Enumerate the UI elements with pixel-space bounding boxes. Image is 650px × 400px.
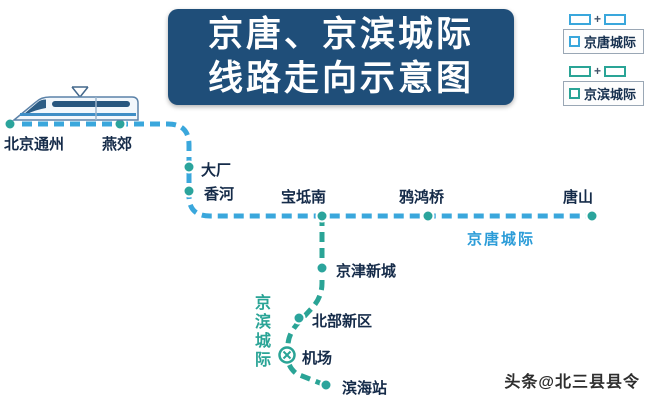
- legend: + 京唐城际 + 京滨城际: [562, 12, 644, 106]
- station-dot-yahongqiao: [421, 209, 435, 223]
- dash-icon: [604, 65, 626, 77]
- jingbin-line-symbol-icon: +: [568, 64, 626, 78]
- station-dot-beijing-tongzhou: [3, 117, 17, 131]
- line-label-jingtang: 京唐城际: [467, 231, 536, 248]
- airport-marker-icon: [278, 346, 296, 364]
- station-label-yanjiao: 燕郊: [102, 136, 133, 153]
- line-label-jingbin: 京滨城际: [252, 294, 269, 370]
- legend-bullet-icon: [568, 88, 580, 99]
- station-label-tangshan: 唐山: [563, 189, 594, 206]
- station-dot-jingjin-xincheng: [315, 261, 329, 275]
- station-label-jingjin-xincheng: 京津新城: [336, 263, 397, 280]
- train-icon: [11, 86, 139, 121]
- legend-item-jingtang: + 京唐城际: [562, 12, 644, 54]
- legend-label-box: 京唐城际: [562, 29, 644, 54]
- title-box: 京唐、京滨城际 线路走向示意图: [168, 9, 514, 105]
- legend-label: 京唐城际: [583, 35, 636, 50]
- title-line-1: 京唐、京滨城际: [207, 15, 474, 55]
- station-dot-beibu-xinqu: [292, 311, 306, 325]
- station-label-xianghe: 香河: [204, 186, 235, 203]
- title-line-2: 线路走向示意图: [207, 59, 474, 98]
- station-label-beibu-xinqu: 北部新区: [312, 313, 373, 330]
- legend-label: 京滨城际: [583, 87, 636, 102]
- station-label-beijing-tongzhou: 北京通州: [4, 136, 65, 153]
- station-dot-baodinan: [315, 209, 329, 223]
- station-label-dachang: 大厂: [201, 162, 232, 179]
- legend-item-jingbin: + 京滨城际: [562, 64, 644, 106]
- dash-icon: [568, 13, 591, 25]
- plus-sign: +: [593, 12, 601, 26]
- jingtang-line-symbol-icon: +: [568, 12, 626, 26]
- station-label-baodinan: 宝坻南: [281, 189, 327, 206]
- legend-bullet-icon: [568, 36, 580, 47]
- legend-label-box: 京滨城际: [562, 81, 644, 106]
- station-dot-dachang: [182, 160, 196, 174]
- plus-sign: +: [593, 64, 601, 78]
- station-dot-xianghe: [182, 184, 196, 198]
- station-label-yahongqiao: 鸦鸿桥: [399, 189, 445, 206]
- dash-icon: [604, 13, 626, 25]
- station-label-binhai: 滨海站: [342, 380, 388, 397]
- dash-icon: [568, 65, 591, 77]
- watermark: 头条@北三县县令: [504, 374, 640, 391]
- station-dot-binhai: [319, 378, 333, 392]
- jingbin-line: [284, 216, 326, 388]
- station-label-jichang: 机场: [302, 350, 333, 367]
- station-dot-tangshan: [585, 209, 599, 223]
